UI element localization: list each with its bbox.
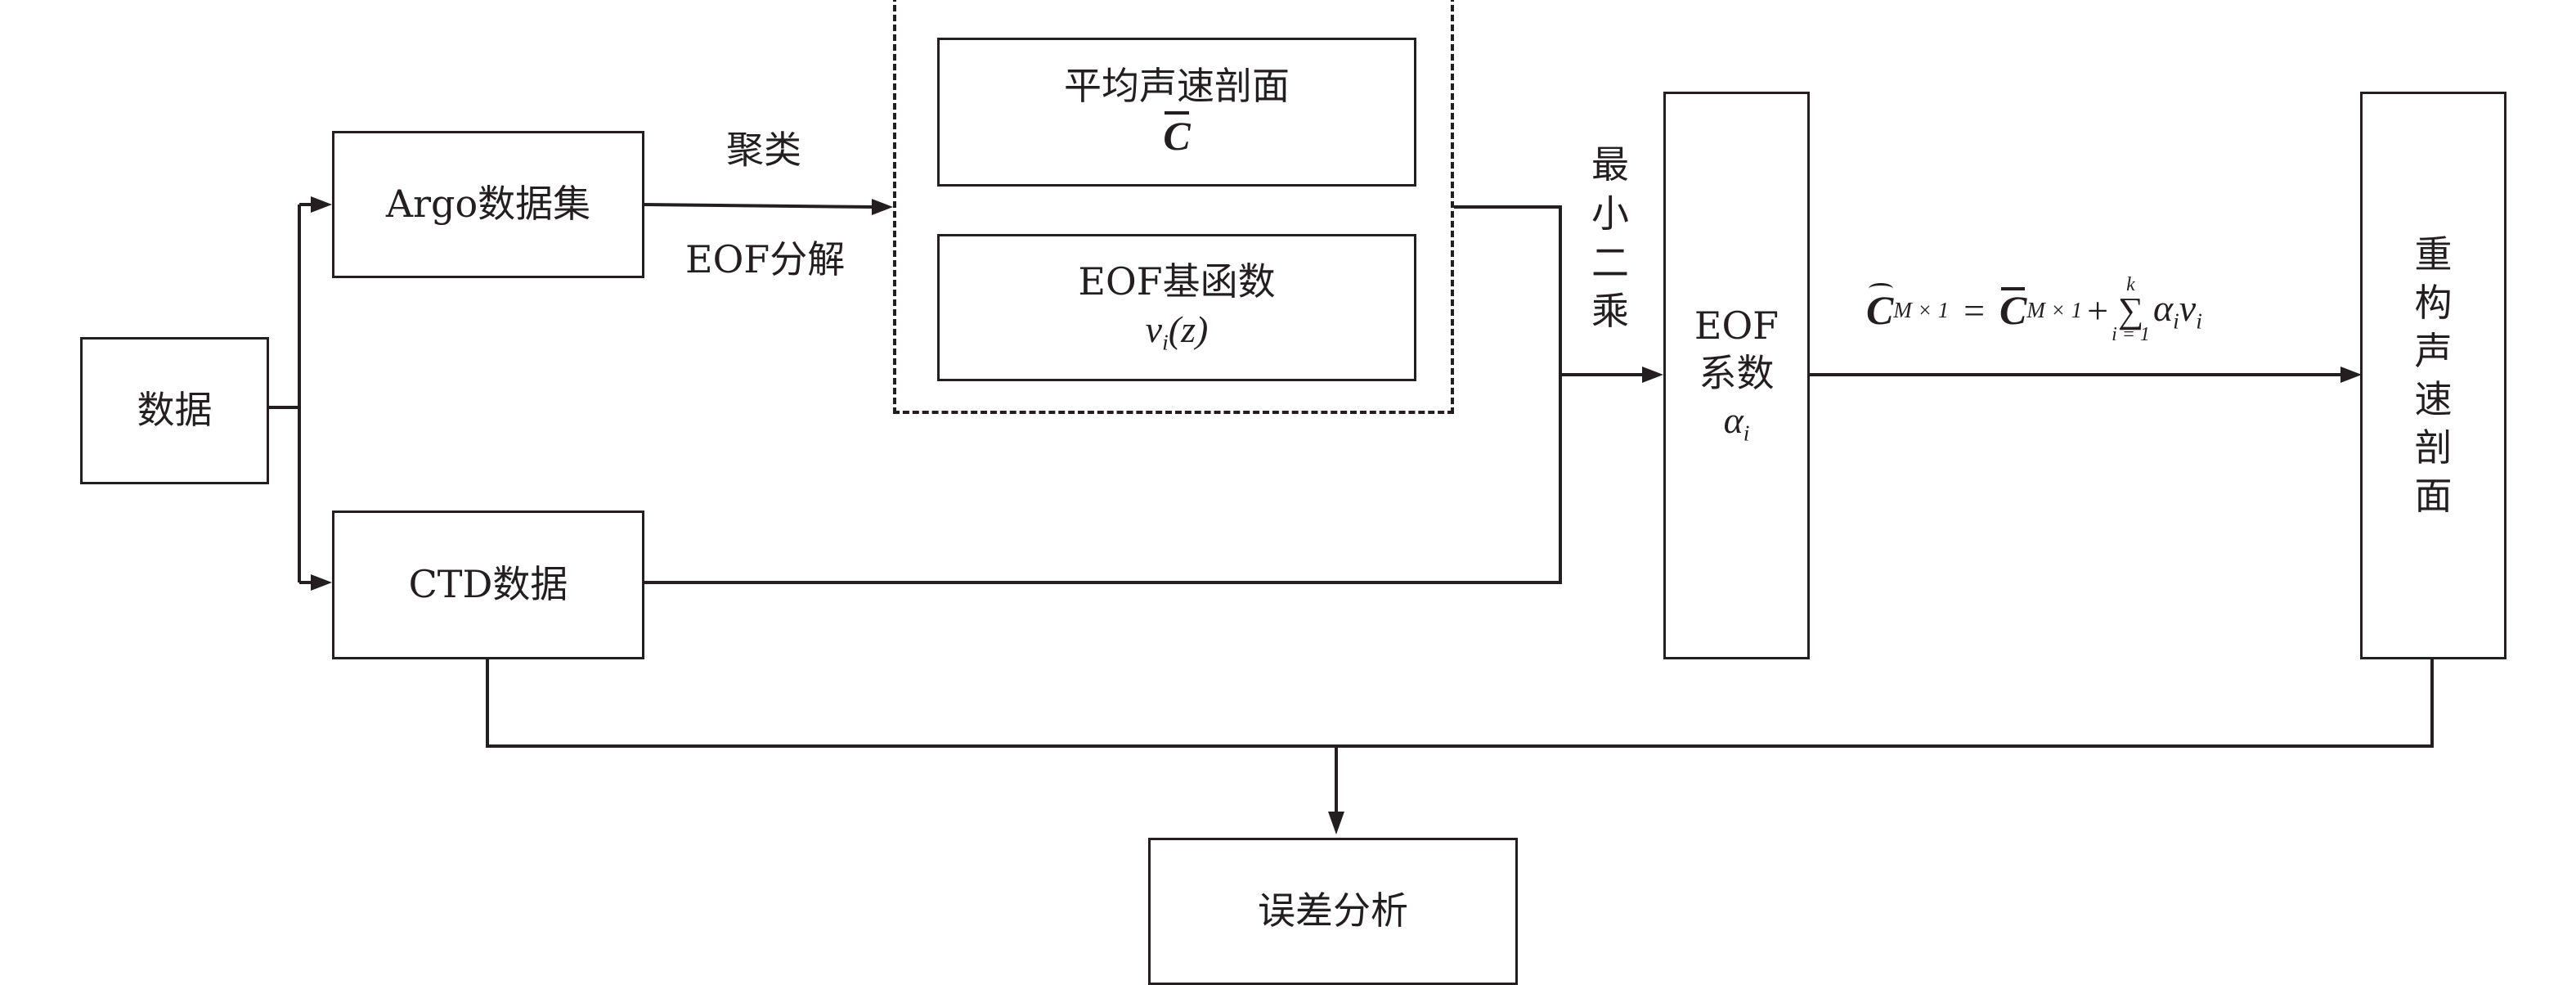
node-eof-coef-line2: 系数 bbox=[1699, 350, 1775, 395]
label-least-squares: 最 小 二 乘 bbox=[1591, 141, 1629, 336]
node-mean-profile: 平均声速剖面 C bbox=[937, 38, 1416, 187]
edge-ctd-out bbox=[643, 375, 1562, 584]
formula-mean: C bbox=[1999, 287, 2027, 334]
arrow-to-group bbox=[872, 199, 893, 215]
node-data: 数据 bbox=[80, 337, 269, 484]
node-ctd-label: CTD数据 bbox=[408, 562, 568, 607]
node-eof-coef-line1: EOF bbox=[1694, 304, 1779, 349]
node-argo: Argo数据集 bbox=[332, 131, 644, 278]
eof-coef-symbol: αi bbox=[1723, 399, 1750, 447]
node-eof-basis-label: EOF基函数 bbox=[1078, 259, 1276, 304]
arrow-to-argo bbox=[311, 196, 332, 213]
node-reconstruct-char: 速 bbox=[2414, 377, 2453, 421]
node-reconstruct-char: 面 bbox=[2414, 473, 2453, 518]
edge-ctd-down bbox=[486, 658, 2434, 748]
arrow-to-ctd bbox=[311, 574, 332, 591]
edge-group-out bbox=[1454, 205, 1562, 375]
node-argo-label: Argo数据集 bbox=[385, 182, 591, 227]
node-eof-coef: EOF 系数 αi bbox=[1663, 92, 1810, 659]
arrow-to-error bbox=[1328, 812, 1344, 834]
node-reconstruct-char: 声 bbox=[2414, 329, 2453, 374]
eof-group-frame bbox=[893, 0, 1454, 414]
sum-upper: k bbox=[2126, 274, 2135, 295]
sum-sign: ∑ bbox=[2117, 290, 2144, 331]
sum-lower: i = 1 bbox=[2112, 324, 2150, 346]
least-squares-char: 最 bbox=[1591, 142, 1629, 187]
node-error-analysis-label: 误差分析 bbox=[1258, 888, 1408, 933]
node-reconstruct-char: 剖 bbox=[2414, 425, 2453, 470]
arrow-to-recon bbox=[2340, 367, 2362, 383]
formula-plus: + bbox=[2087, 289, 2109, 331]
node-data-label: 数据 bbox=[137, 388, 213, 433]
node-error-analysis: 误差分析 bbox=[1148, 838, 1518, 985]
label-eof-decomp: EOF分解 bbox=[685, 237, 846, 281]
formula-mean-sub: M × 1 bbox=[2026, 297, 2083, 322]
node-reconstruct-char: 构 bbox=[2414, 281, 2453, 326]
formula-lhs-sub: M × 1 bbox=[1893, 297, 1950, 322]
arrow-to-coef bbox=[1642, 367, 1663, 383]
mean-profile-symbol: C bbox=[1163, 110, 1191, 162]
node-reconstruct-char: 重 bbox=[2414, 232, 2453, 277]
node-reconstruct: 重 构 声 速 剖 面 bbox=[2360, 92, 2506, 659]
formula-v: vi bbox=[2179, 287, 2202, 334]
label-clustering: 聚类 bbox=[726, 128, 801, 172]
least-squares-char: 乘 bbox=[1591, 289, 1629, 334]
node-mean-profile-label: 平均声速剖面 bbox=[1064, 64, 1290, 108]
least-squares-char: 二 bbox=[1591, 240, 1629, 285]
formula-sum: k ∑ i = 1 bbox=[2112, 274, 2150, 346]
edge-argo-eof bbox=[642, 203, 874, 209]
least-squares-char: 小 bbox=[1591, 191, 1629, 236]
formula-lhs: C bbox=[1866, 283, 1894, 334]
formula-alpha: αi bbox=[2152, 287, 2179, 334]
eof-basis-symbol: vi(z) bbox=[1145, 308, 1209, 355]
formula-equals: = bbox=[1963, 289, 1986, 331]
node-ctd: CTD数据 bbox=[332, 510, 644, 659]
node-eof-basis: EOF基函数 vi(z) bbox=[937, 234, 1416, 381]
